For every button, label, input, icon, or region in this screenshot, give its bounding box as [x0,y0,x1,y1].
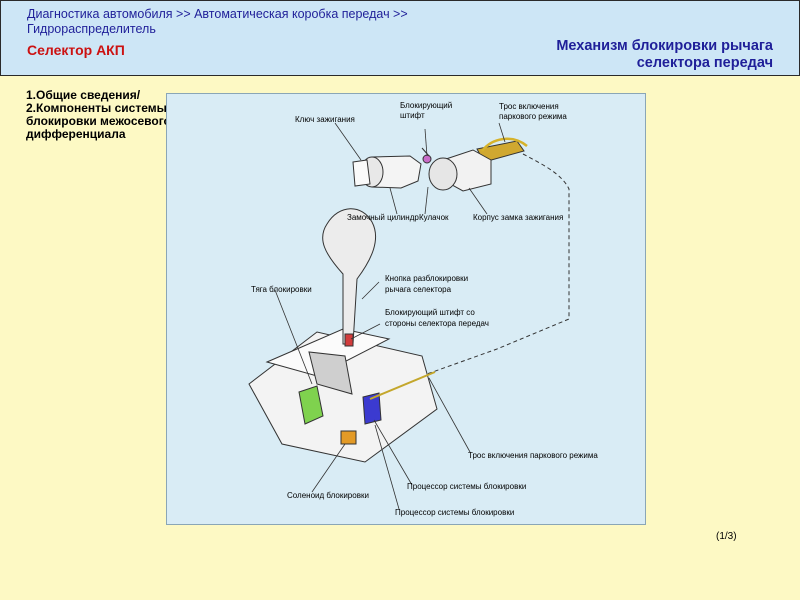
ignition-lock-assembly [352,140,525,192]
diagram-panel: Ключ зажигания Блокирующий штифт Трос вк… [166,93,646,525]
shift-lock-diagram [248,122,570,510]
leader-cam [424,186,429,215]
page-counter: (1/3) [716,531,737,542]
ignition-key [352,159,371,187]
leader-lock-rod [274,289,313,385]
leader-lock-cylinder [389,187,398,215]
label-ignition-housing: Корпус замка зажигания [473,213,564,222]
label-lock-processor-2: Процессор системы блокировки [395,508,515,517]
selector-shaft-housing [308,351,353,395]
leader-ignition-key [334,122,362,161]
leader-release-button [361,281,380,300]
label-park-cable-bottom: Трос включения паркового режима [468,451,598,460]
header-bar: Диагностика автомобиля >> Автоматическая… [0,0,800,76]
ignition-key-head [428,157,458,191]
leader-lines [274,122,506,510]
leader-lock-processor-2 [374,424,400,510]
selector-gate-plate [265,328,391,377]
toc-item-components-line3[interactable]: дифференциала [26,127,126,141]
leader-park-cable-top [498,122,506,143]
label-lock-solenoid: Соленоид блокировки [287,491,369,500]
label-park-cable-top-line2: паркового режима [499,112,567,121]
page-title-line1: Механизм блокировки рычага [556,38,773,54]
lock-pin-marker [422,154,432,164]
label-lock-rod: Тяга блокировки [251,285,312,294]
lock-rod-part [298,385,324,425]
label-park-cable-top-line1: Трос включения [499,102,559,111]
toc-item-components-line1[interactable]: 2.Компоненты системы [26,101,167,115]
selector-lever-knob [322,208,376,345]
leader-lock-solenoid [311,443,346,493]
leader-lock-processor-1 [373,419,413,486]
toc-item-general[interactable]: 1.Общие сведения/ [26,88,141,102]
selector-lever-assembly [248,208,438,463]
section-title: Селектор АКП [27,42,125,58]
label-cam: Кулачок [419,213,449,222]
leader-ignition-housing [468,187,488,215]
label-lock-processor-1: Процессор системы блокировки [407,482,527,491]
leader-park-cable-bottom [428,377,471,453]
label-lock-pin-line1: Блокирующий [400,101,453,110]
lock-solenoid-part [340,430,357,445]
leader-selector-pin [350,323,381,340]
park-cable-lower [369,371,436,400]
label-lock-cylinder: Замочный цилиндр [347,213,419,222]
label-selector-pin-line2: стороны селектора передач [385,319,489,328]
lock-processor-part [362,392,382,425]
leader-lock-pin [424,128,428,157]
cable-route-dashed [426,153,570,375]
label-lock-pin-line2: штифт [400,111,425,120]
page-title-line2: селектора передач [636,55,773,71]
toc-item-components-line2[interactable]: блокировки межосевого [26,114,171,128]
page-title: Механизм блокировки рычага селектора пер… [556,38,773,72]
label-selector-pin-line1: Блокирующий штифт со [385,308,475,317]
selector-lock-pin-marker [344,333,354,347]
park-cable-upper [481,137,528,152]
label-ignition-key: Ключ зажигания [295,115,355,124]
lock-pin-detail [421,147,430,157]
breadcrumb[interactable]: Диагностика автомобиля >> Автоматическая… [27,7,408,36]
label-release-button-line2: рычага селектора [385,285,452,294]
contents-list: 1.Общие сведения/ 2.Компоненты системы б… [26,89,171,141]
label-release-button-line1: Кнопка разблокировки [385,274,469,283]
